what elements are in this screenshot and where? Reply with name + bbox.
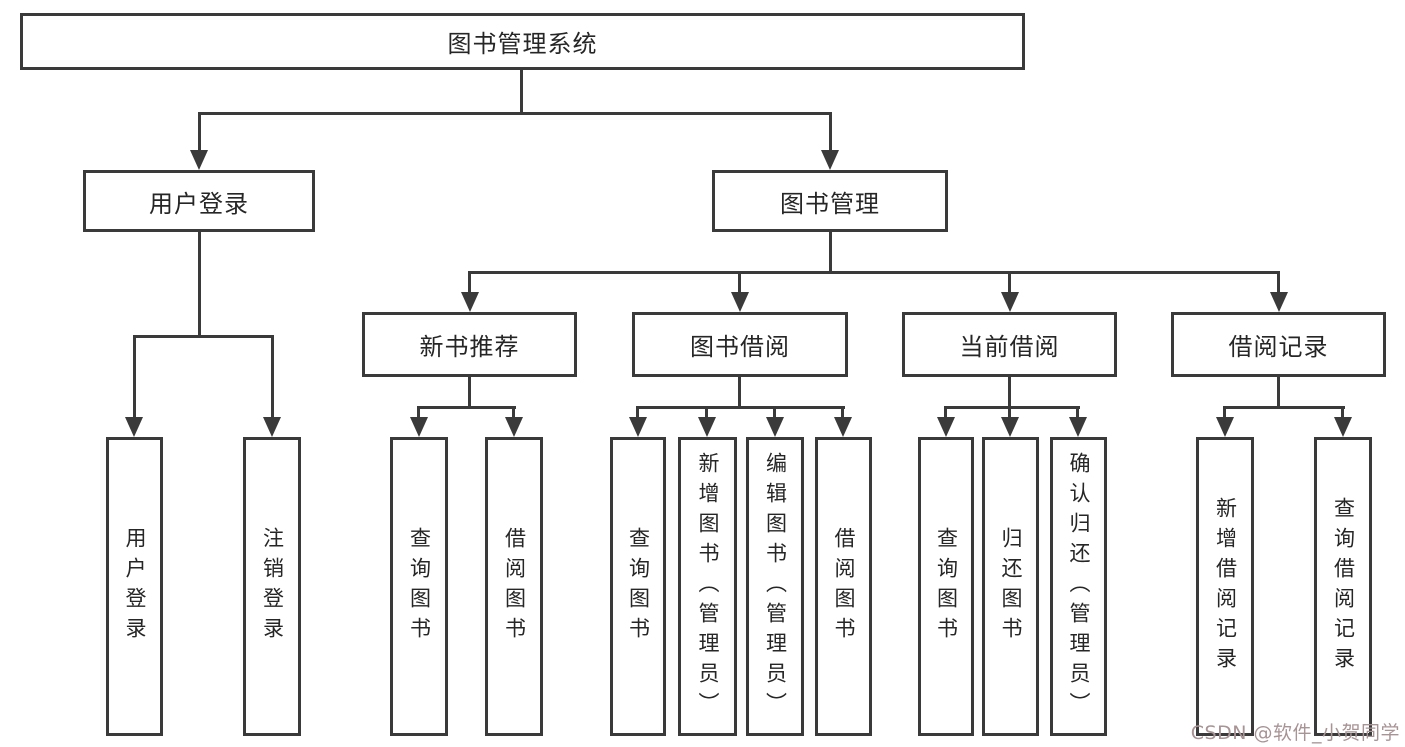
arrow-down-icon — [190, 150, 208, 170]
connector-borrow-bar — [636, 406, 845, 409]
leaf-record-add-borrow-record: 新增借阅记录 — [1196, 437, 1254, 736]
leaf-newbook-borrow-books: 借阅图书 — [485, 437, 543, 736]
node-borrow-record-label: 借阅记录 — [1228, 333, 1329, 361]
connector-borrow-drop-3 — [773, 406, 776, 419]
connector-borrow-drop-2 — [705, 406, 708, 419]
connector-current-drop-1 — [944, 406, 947, 419]
connector-root-drop-right — [829, 112, 832, 154]
node-user-login: 用户登录 — [83, 170, 315, 232]
node-library-system: 图书管理系统 — [20, 13, 1025, 70]
connector-user-login-bar — [133, 335, 274, 338]
arrow-down-icon — [410, 417, 428, 437]
connector-new-book-bar — [417, 406, 516, 409]
arrow-down-icon — [731, 292, 749, 312]
connector-record-drop-1 — [1223, 406, 1226, 419]
watermark: CSDN @软件_小贺同学 — [1190, 722, 1400, 744]
leaf-borrow-add-books-admin: 新增图书（管理员） — [678, 437, 737, 736]
leaf-newbook-query-books-label: 查询图书 — [407, 526, 432, 647]
node-library-system-label: 图书管理系统 — [447, 30, 598, 58]
connector-root-stem — [520, 70, 523, 115]
leaf-current-query-books: 查询图书 — [918, 437, 974, 736]
connector-current-bar — [944, 406, 1080, 409]
leaf-current-return-books-label: 归还图书 — [999, 526, 1024, 647]
leaf-borrow-query-books: 查询图书 — [610, 437, 666, 736]
connector-user-login-stem — [198, 232, 201, 338]
connector-borrow-drop-1 — [636, 406, 639, 419]
connector-new-book-stem — [468, 377, 471, 409]
arrow-down-icon — [461, 292, 479, 312]
arrow-down-icon — [1270, 292, 1288, 312]
connector-book-mgmt-drop-2 — [738, 271, 741, 296]
arrow-down-icon — [698, 417, 716, 437]
leaf-newbook-query-books: 查询图书 — [390, 437, 448, 736]
leaf-borrow-query-books-label: 查询图书 — [626, 526, 651, 647]
leaf-borrow-borrow-books-label: 借阅图书 — [832, 526, 857, 647]
node-book-borrow: 图书借阅 — [632, 312, 848, 377]
connector-root-bar — [198, 112, 832, 115]
connector-borrow-stem — [738, 377, 741, 409]
connector-current-drop-3 — [1076, 406, 1079, 419]
leaf-newbook-borrow-books-label: 借阅图书 — [502, 526, 527, 647]
node-borrow-record: 借阅记录 — [1171, 312, 1386, 377]
connector-record-bar — [1223, 406, 1345, 409]
leaf-user-login: 用户登录 — [106, 437, 163, 736]
arrow-down-icon — [505, 417, 523, 437]
arrow-down-icon — [629, 417, 647, 437]
connector-new-book-drop-1 — [417, 406, 420, 419]
leaf-logout: 注销登录 — [243, 437, 301, 736]
arrow-down-icon — [834, 417, 852, 437]
leaf-borrow-edit-books-admin: 编辑图书（管理员） — [746, 437, 804, 736]
node-user-login-label: 用户登录 — [149, 189, 249, 218]
leaf-record-add-borrow-record-label: 新增借阅记录 — [1213, 496, 1238, 677]
leaf-record-query-borrow-record-label: 查询借阅记录 — [1331, 496, 1356, 677]
connector-current-stem — [1008, 377, 1011, 409]
arrow-down-icon — [1001, 417, 1019, 437]
connector-book-mgmt-drop-1 — [468, 271, 471, 296]
node-new-book-recommend-label: 新书推荐 — [419, 333, 520, 361]
leaf-user-login-label: 用户登录 — [123, 526, 148, 647]
leaf-borrow-edit-books-admin-label: 编辑图书（管理员） — [763, 451, 788, 722]
arrow-down-icon — [766, 417, 784, 437]
leaf-logout-label: 注销登录 — [260, 526, 285, 647]
connector-current-drop-2 — [1008, 406, 1011, 419]
arrow-down-icon — [1069, 417, 1087, 437]
connector-book-mgmt-stem — [829, 232, 832, 274]
leaf-current-query-books-label: 查询图书 — [934, 526, 959, 647]
arrow-down-icon — [125, 417, 143, 437]
leaf-borrow-borrow-books: 借阅图书 — [815, 437, 872, 736]
connector-book-mgmt-drop-4 — [1277, 271, 1280, 296]
node-current-borrow: 当前借阅 — [902, 312, 1117, 377]
arrow-down-icon — [1001, 292, 1019, 312]
arrow-down-icon — [937, 417, 955, 437]
node-book-borrow-label: 图书借阅 — [690, 333, 790, 361]
connector-record-stem — [1277, 377, 1280, 409]
leaf-record-query-borrow-record: 查询借阅记录 — [1314, 437, 1372, 736]
connector-record-drop-2 — [1341, 406, 1344, 419]
arrow-down-icon — [1216, 417, 1234, 437]
arrow-down-icon — [821, 150, 839, 170]
connector-root-drop-left — [198, 112, 201, 154]
connector-user-login-drop-2 — [271, 335, 274, 419]
leaf-current-return-books: 归还图书 — [982, 437, 1039, 736]
connector-new-book-drop-2 — [512, 406, 515, 419]
node-book-management-label: 图书管理 — [780, 189, 880, 218]
arrow-down-icon — [263, 417, 281, 437]
node-book-management: 图书管理 — [712, 170, 948, 232]
connector-book-mgmt-drop-3 — [1008, 271, 1011, 296]
leaf-current-confirm-return-admin-label: 确认归还（管理员） — [1067, 451, 1092, 722]
connector-borrow-drop-4 — [841, 406, 844, 419]
leaf-borrow-add-books-admin-label: 新增图书（管理员） — [696, 451, 721, 722]
node-current-borrow-label: 当前借阅 — [959, 333, 1060, 361]
connector-book-mgmt-bar — [468, 271, 1280, 274]
node-new-book-recommend: 新书推荐 — [362, 312, 577, 377]
leaf-current-confirm-return-admin: 确认归还（管理员） — [1050, 437, 1107, 736]
arrow-down-icon — [1334, 417, 1352, 437]
connector-user-login-drop-1 — [133, 335, 136, 419]
